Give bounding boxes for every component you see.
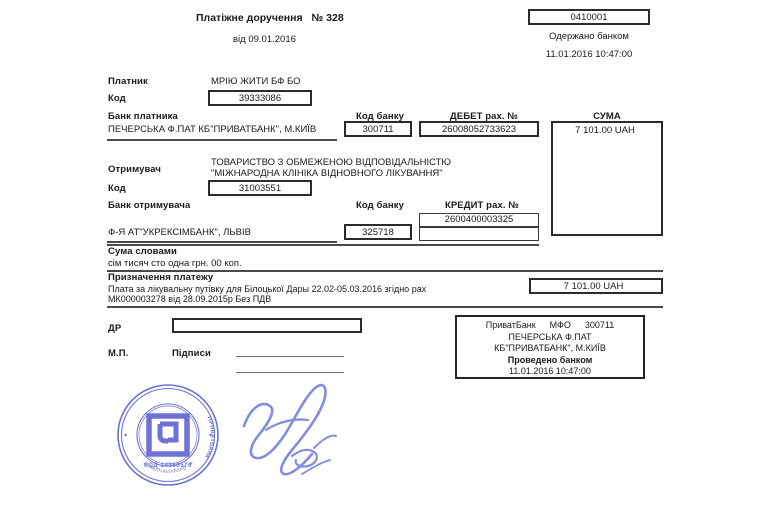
recipient-name-line1: ТОВАРИСТВО З ОБМЕЖЕНОЮ ВІДПОВІДАЛЬНІСТЮ — [211, 157, 452, 168]
purpose-amount-value: 7 101.00 UAH — [563, 281, 624, 292]
privatbank-seal-stamp: ПРИВАТБАНК ПУБЛІЧНЕ АКЦІОНЕРНЕ ТОВАРИСТВ… — [116, 383, 220, 487]
signature-icon — [242, 383, 337, 476]
document-number: 328 — [326, 12, 344, 24]
payer-bank-code-value: 300711 — [362, 124, 394, 135]
dr-box — [172, 318, 362, 333]
purpose-line1: Плата за лікувальну путівку для Білоцько… — [108, 284, 427, 294]
sum-column-box: 7 101.00 UAH — [551, 121, 663, 236]
recipient-bank-name: Ф-Я АТ"УКРЕКСІМБАНК", ЛЬВІВ — [108, 227, 251, 238]
bank-confirmation-processed-datetime: 11.01.2016 10:47:00 — [509, 366, 591, 376]
bank-confirmation-bank-name: ПриватБанк — [485, 320, 536, 330]
mp-label: М.П. — [108, 348, 129, 359]
amount-words-top-rule — [107, 244, 539, 246]
debit-account-value: 26008052733623 — [442, 124, 516, 135]
credit-account-value: 2600400003325 — [444, 214, 514, 225]
form-code-value: 0410001 — [570, 12, 608, 23]
recipient-code-box: 31003551 — [208, 180, 312, 196]
dr-label: ДР — [108, 323, 122, 334]
privatbank-logo-mark — [146, 413, 190, 457]
debit-account-label: ДЕБЕТ рах. № — [449, 111, 519, 122]
credit-account-box-second — [419, 227, 539, 241]
recipient-code-value: 31003551 — [238, 183, 282, 194]
purpose-bottom-rule — [107, 306, 663, 308]
recipient-bank-label: Банк отримувача — [108, 200, 191, 211]
bank-confirmation-mfo-value: 300711 — [584, 320, 615, 330]
svg-text:ПРИВАТБАНК: ПРИВАТБАНК — [203, 416, 215, 460]
purpose-amount-box: 7 101.00 UAH — [529, 278, 663, 294]
amount-in-words-label: Сума словами — [108, 246, 177, 257]
payer-bank-name: ПЕЧЕРСЬКА Ф.ПАТ КБ"ПРИВАТБАНК", М.КИЇВ — [108, 124, 317, 135]
seal-edrpou: КОД 14360570 — [144, 463, 192, 469]
amount-in-words-value: сім тисяч сто одна грн. 00 коп. — [108, 258, 242, 269]
payer-bank-underline — [107, 139, 337, 141]
sum-column-label: СУМА — [593, 111, 621, 122]
document-date: від 09.01.2016 — [233, 34, 296, 45]
signature-line-1 — [236, 356, 344, 358]
recipient-name-line2: "МІЖНАРОДНА КЛІНІКА ВІДНОВНОГО ЛІКУВАННЯ… — [211, 168, 443, 179]
debit-account-box: 26008052733623 — [419, 121, 539, 137]
recipient-bank-code-label: Код банку — [356, 200, 404, 211]
seal-icon: ПРИВАТБАНК ПУБЛІЧНЕ АКЦІОНЕРНЕ ТОВАРИСТВ… — [117, 384, 219, 486]
handwritten-signature — [236, 378, 356, 488]
bank-confirmation-box: ПриватБанк МФО 300711 ПЕЧЕРСЬКА Ф.ПАТ КБ… — [455, 315, 645, 379]
credit-account-box: 2600400003325 — [419, 213, 539, 227]
bank-confirmation-branch-line1: ПЕЧЕРСЬКА Ф.ПАТ — [508, 331, 592, 342]
number-prefix: № — [311, 12, 324, 24]
bank-confirmation-mfo-row: ПриватБанк МФО 300711 — [457, 320, 643, 332]
payer-label: Платник — [108, 76, 148, 87]
bank-confirmation-branch-line2: КБ"ПРИВАТБАНК", М.КИЇВ — [494, 343, 606, 353]
bank-confirmation-mfo-label: МФО — [549, 320, 571, 330]
document-title: Платіжне доручення — [196, 12, 303, 24]
received-by-bank-label: Одержано банком — [549, 31, 629, 42]
signatures-label: Підписи — [172, 348, 211, 359]
recipient-bank-code-value: 325718 — [362, 227, 394, 238]
purpose-label: Призначення платежу — [108, 272, 214, 283]
signature-line-2 — [236, 372, 344, 374]
sum-column-amount: 7 101.00 UAH — [575, 125, 635, 136]
purpose-top-rule — [107, 270, 663, 272]
purpose-line2: МК000003278 від 28.09.2015р Без ПДВ — [108, 294, 272, 304]
payer-name: МРІЮ ЖИТИ БФ БО — [211, 76, 301, 87]
form-code-box: 0410001 — [528, 9, 650, 25]
recipient-bank-underline — [107, 241, 337, 243]
recipient-label: Отримувач — [108, 164, 162, 175]
document-title-group: Платіжне доручення № 328 — [196, 12, 344, 24]
payer-code-box: 39333086 — [208, 90, 312, 106]
credit-account-label: КРЕДИТ рах. № — [444, 200, 520, 211]
payer-bank-label: Банк платника — [108, 111, 178, 122]
payer-code-value: 39333086 — [238, 93, 282, 104]
payer-code-label: Код — [108, 93, 126, 104]
recipient-bank-code-box: 325718 — [344, 224, 412, 240]
bank-confirmation-processed-label: Проведено банком — [507, 354, 593, 365]
payer-bank-code-box: 300711 — [344, 121, 412, 137]
payer-bank-code-label: Код банку — [356, 111, 404, 122]
recipient-code-label: Код — [108, 183, 126, 194]
received-by-bank-datetime: 11.01.2016 10:47:00 — [545, 49, 633, 60]
